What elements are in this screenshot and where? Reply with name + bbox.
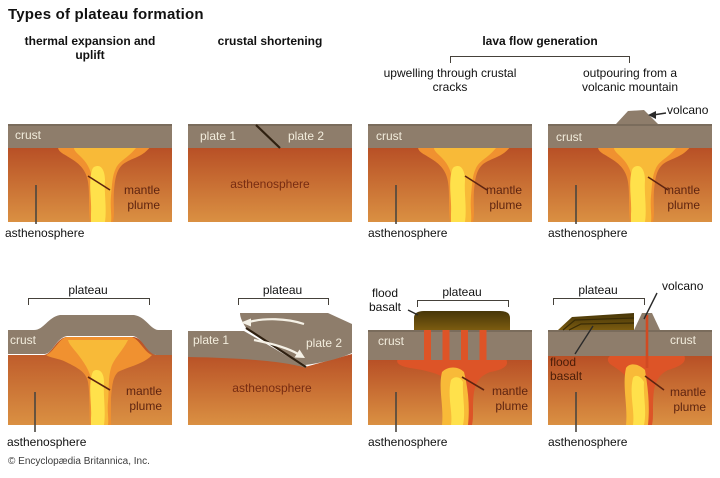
label-volcano-p4: volcano: [667, 103, 709, 117]
subheader-outpouring: outpouring from a volcanic mountain: [581, 66, 679, 94]
flood-basalt-mound: [414, 311, 510, 330]
column-header-thermal-expansion: thermal expansion and uplift: [24, 34, 156, 62]
label-crust-p4: crust: [556, 130, 583, 144]
label-crust-p8: crust: [670, 333, 697, 347]
panel-crustal-shortening-after: [188, 313, 352, 425]
label-asthenosphere-p6: asthenosphere: [232, 381, 312, 395]
plateau-bracket-p8: [553, 298, 645, 305]
plateau-bracket-p7: [417, 300, 509, 307]
column-header-lava-flow: lava flow generation: [482, 34, 598, 48]
label-mantle-plume-p1: mantle plume: [123, 183, 160, 212]
label-asthenosphere-p7: asthenosphere: [368, 435, 448, 449]
plate-2-shape: [240, 313, 352, 365]
label-plate2-p6: plate 2: [306, 336, 343, 350]
label-plateau-p8: plateau: [578, 283, 618, 297]
label-plate1-p6: plate 1: [193, 333, 230, 347]
label-mantle-plume-p3: mantle plume: [485, 183, 522, 212]
volcano-shape: [616, 110, 658, 124]
plate1-motion-arrow: [253, 338, 299, 355]
copyright-notice: © Encyclopædia Britannica, Inc.: [8, 456, 150, 467]
plate-1-shape: [188, 331, 306, 368]
label-crust-p1: crust: [15, 128, 42, 142]
panel-crustal-shortening-before: [188, 124, 352, 222]
label-flood-basalt-p7: flood basalt: [368, 286, 402, 314]
thrust-fault-line: [245, 327, 307, 368]
label-crust-p3: crust: [376, 129, 403, 143]
column-header-crustal-shortening: crustal shortening: [217, 34, 323, 48]
label-crust-p5: crust: [10, 333, 37, 347]
label-mantle-plume-p5: mantle plume: [125, 384, 162, 413]
label-mantle-plume-p7: mantle plume: [491, 384, 528, 413]
label-asthenosphere-p4: asthenosphere: [548, 226, 628, 240]
label-mantle-plume-p8: mantle plume: [669, 385, 706, 414]
label-plate2-p2: plate 2: [288, 129, 325, 143]
crustal-crack: [479, 330, 487, 360]
label-asthenosphere-p3: asthenosphere: [368, 226, 448, 240]
label-mantle-plume-p4: mantle plume: [663, 183, 700, 212]
plate-boundary-line: [255, 124, 281, 149]
crustal-crack: [461, 330, 468, 360]
subheader-upwelling: upwelling through crustal cracks: [383, 66, 517, 94]
label-crust-p7: crust: [378, 334, 405, 348]
label-asthenosphere-p2: asthenosphere: [230, 177, 310, 191]
label-volcano-p8: volcano: [662, 279, 704, 293]
label-plateau-p6: plateau: [262, 283, 303, 297]
plateau-bracket-p6: [238, 298, 329, 305]
flood-basalt-wedge: [558, 313, 634, 330]
plate2-motion-arrow: [248, 318, 305, 326]
lava-flow-bracket: [450, 56, 630, 63]
label-plate1-p2: plate 1: [200, 129, 237, 143]
crustal-crack: [424, 330, 431, 360]
crustal-crack: [442, 330, 450, 360]
label-asthenosphere-p1: asthenosphere: [5, 226, 85, 240]
plateau-bracket-p5: [28, 298, 150, 305]
label-asthenosphere-p5: asthenosphere: [7, 435, 87, 449]
page-title: Types of plateau formation: [8, 6, 204, 23]
label-plateau-p5: plateau: [68, 283, 108, 297]
label-plateau-p7: plateau: [442, 285, 482, 299]
panel-flood-basalt-after: [368, 311, 532, 425]
label-flood-basalt-p8: flood basalt: [550, 355, 583, 383]
label-asthenosphere-p8: asthenosphere: [548, 435, 628, 449]
